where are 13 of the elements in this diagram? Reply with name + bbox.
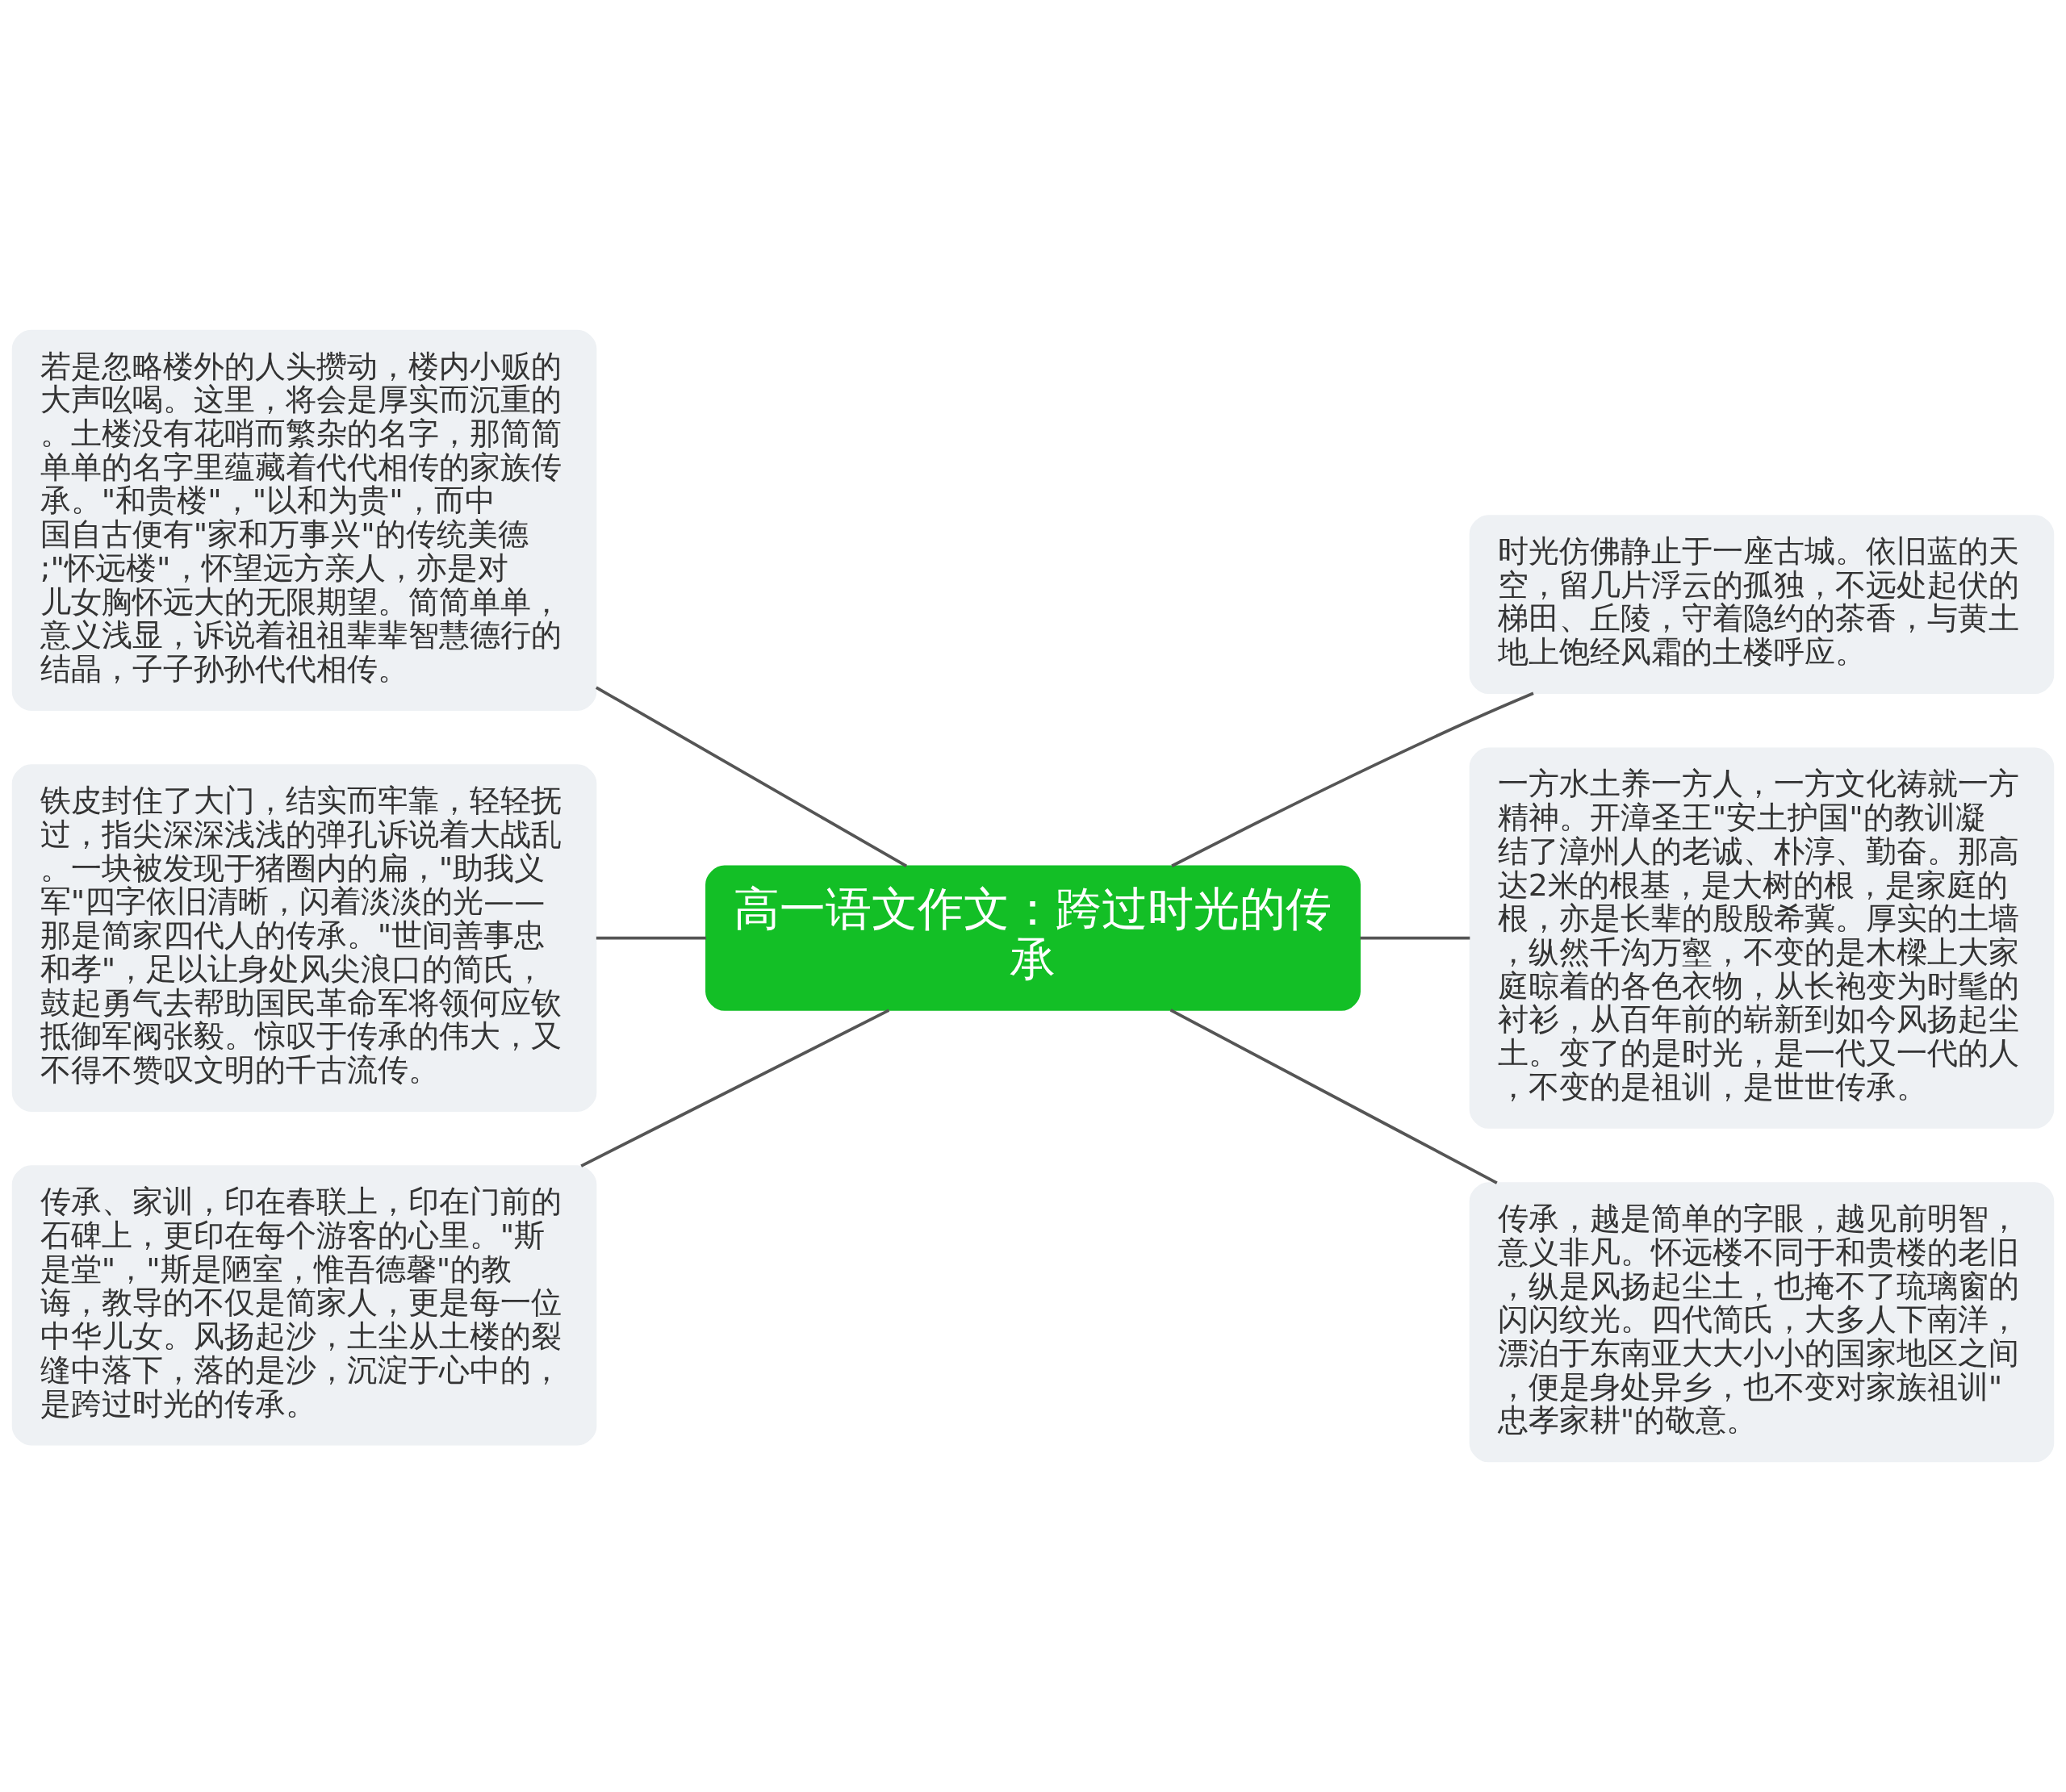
node-box: 铁皮封住了大门，结实而牢靠，轻轻抚过，指尖深深浅浅的弹孔诉说着大战乱。一块被发现于猪圈内的扁，"助我义军"四字依旧清晰，闪着淡淡的光——那是简家四代人的传承。"世间善事忠和孝"，足以让身处风尖浪口的简氏，鼓起勇气去帮助国民革命军将领何应钦抵御军阀张毅。惊叹于传承的伟大，又不得不赞叹文明的千古流传。 (11, 764, 597, 1112)
connector (580, 1009, 890, 1168)
connector (595, 686, 908, 868)
connector (596, 936, 706, 940)
node-box: 一方水土养一方人，一方文化祷就一方精神。开漳圣王"安土护国"的教训凝结了漳州人的老诚、朴淳、勤奋。那高达2米的根基，是大树的根，是家庭的根，亦是长辈的殷殷希冀。厚实的土墙，纵然千沟万壑，不变的是木樑上大家庭晾着的各色衣物，从长袍变为时髦的衬衫，从百年前的崭新到如今风扬起尘土。变了的是时光，是一代又一代的人，不变的是祖训，是世世传承。 (1469, 747, 2055, 1129)
node-box: 时光仿佛静止于一座古城。依旧蓝的天空，留几片浮云的孤独，不远处起伏的梯田、丘陵，守着隐约的茶香，与黄土地上饱经风霜的土楼呼应。 (1469, 515, 2055, 695)
connector (1169, 1009, 1498, 1184)
connector (1171, 691, 1534, 867)
node-box: 传承、家训，印在春联上，印在门前的石碑上，更印在每个游客的心里。"斯是堂"，"斯是陋室，惟吾德馨"的教诲，教导的不仅是简家人，更是每一位中华儿女。风扬起沙，土尘从土楼的裂缝中落下，落的是沙，沉淀于心中的，是跨过时光的传承。 (11, 1165, 597, 1446)
node-box: 若是忽略楼外的人头攒动，楼内小贩的大声吆喝。这里，将会是厚实而沉重的。土楼没有花哨而繁杂的名字，那简简单单的名字里蕴藏着代代相传的家族传承。"和贵楼"，"以和为贵"，而中国自古便有"家和万事兴"的传统美德;"怀远楼"，怀望远方亲人，亦是对儿女胸怀远大的无限期望。简简单单，意义浅显，诉说着祖祖辈辈智慧德行的结晶，子子孙孙代代相传。 (11, 329, 597, 711)
connector (1360, 936, 1470, 940)
node-box: 传承，越是简单的字眼，越见前明智，意义非凡。怀远楼不同于和贵楼的老旧，纵是风扬起尘土，也掩不了琉璃窗的闪闪纹光。四代简氏，大多人下南洋，漂泊于东南亚大大小小的国家地区之间，便是身处异乡，也不变对家族祖训"忠孝家耕"的敬意。 (1469, 1182, 2055, 1463)
node-box: 高一语文作文：跨过时光的传承 (705, 865, 1361, 1011)
